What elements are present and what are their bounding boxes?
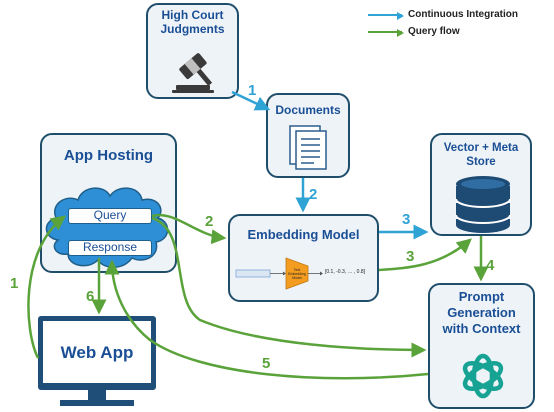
prompt-generation-title: Prompt Generation with Context: [442, 289, 521, 336]
vector-store-node: Vector + Meta Store: [430, 133, 532, 236]
query-step-3: 3: [406, 248, 415, 265]
legend-ci-line: [368, 11, 404, 20]
vector-store-title: Vector + Meta Store: [443, 142, 519, 168]
legend-ci-label: Continuous Integration: [408, 9, 518, 20]
database-icon: [455, 176, 511, 233]
query-step-5: 5: [262, 355, 271, 372]
query-arrow-5: [104, 259, 429, 380]
query-arrow-1: [27, 215, 66, 359]
query-arrow-2: [151, 213, 227, 245]
web-app-screen: Web App: [43, 321, 151, 383]
query-step-2: 2: [205, 213, 214, 230]
embedding-model-node: Embedding Model Text Embedding Model [0.…: [228, 214, 379, 302]
query-step-6: 6: [86, 288, 95, 305]
embedding-model-title: Embedding Model: [247, 227, 360, 242]
ci-step-3: 3: [402, 211, 411, 228]
documents-node: Documents: [266, 93, 350, 178]
response-label: Response: [68, 240, 152, 256]
high-court-title: High Court Judgments: [160, 8, 225, 36]
documents-icon: [289, 125, 327, 170]
ci-step-1: 1: [248, 82, 257, 99]
monitor-stand: [88, 390, 106, 400]
high-court-node: High Court Judgments: [146, 3, 239, 99]
legend-query: Query flow: [368, 26, 460, 37]
documents-title: Documents: [275, 103, 341, 117]
openai-icon: [462, 353, 504, 399]
ci-step-2: 2: [309, 186, 318, 203]
query-arrow-3: [378, 238, 472, 272]
legend-ci: Continuous Integration: [368, 9, 518, 20]
legend-query-line: [368, 28, 404, 37]
embedding-diagram: [235, 257, 323, 290]
monitor-base: [60, 400, 134, 406]
legend-query-label: Query flow: [408, 26, 460, 37]
query-arrow-context: [151, 216, 427, 358]
ci-arrow-1: [231, 90, 271, 111]
app-hosting-title: App Hosting: [63, 147, 154, 164]
query-step-1: 1: [10, 275, 19, 292]
output-vector: [0.1, -0.3, … , 0.8]: [325, 269, 366, 275]
embedding-model-inner-label: Text Embedding Model: [288, 268, 306, 280]
gavel-icon: [172, 53, 214, 93]
prompt-generation-node: Prompt Generation with Context: [428, 283, 535, 409]
query-label: Query: [68, 208, 152, 224]
web-app-title: Web App: [60, 343, 134, 362]
query-step-4: 4: [486, 257, 495, 274]
